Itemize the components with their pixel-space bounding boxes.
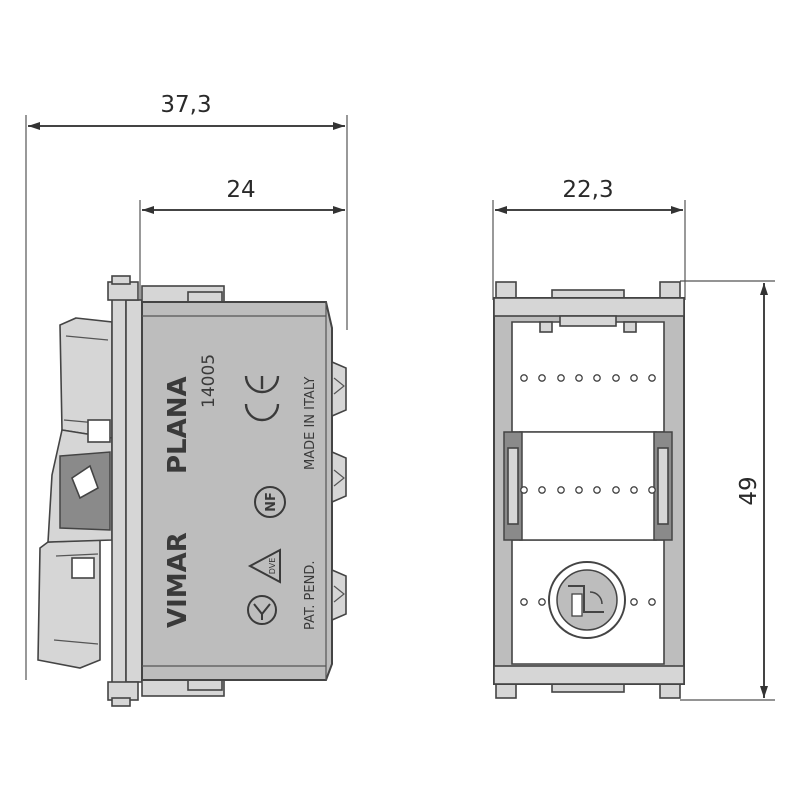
rear-terminals [331,360,347,622]
dimension-height: 49 [680,280,775,701]
mounting-plate [107,275,143,707]
dimension-body-depth-label: 24 [226,177,255,203]
terminal-screw [548,561,626,639]
back-view [493,281,685,699]
dimension-total-depth-label: 37,3 [160,92,211,118]
series-label: PLANA [163,376,193,474]
front-key [37,317,120,669]
svg-text:NF: NF [264,492,279,512]
imq-mark-icon [247,595,277,625]
vde-mark-icon: DVE [247,548,281,584]
nf-mark-icon: NF [254,486,286,518]
dimension-width-label: 22,3 [562,177,613,203]
device-body [141,285,333,697]
side-view: VIMAR PLANA 14005 MADE IN ITALY PAT. PEN… [37,275,347,707]
svg-text:DVE: DVE [268,558,277,575]
dimension-total-depth: 37,3 [25,92,348,680]
code-label: 14005 [199,354,219,408]
dimension-width: 22,3 [492,177,686,300]
ce-mark-icon [244,375,280,422]
patent-label: PAT. PEND. [303,561,318,630]
dimension-height-label: 49 [736,476,762,505]
dimension-body-depth: 24 [139,177,345,300]
origin-label: MADE IN ITALY [303,377,318,470]
brand-label: VIMAR [163,532,193,628]
